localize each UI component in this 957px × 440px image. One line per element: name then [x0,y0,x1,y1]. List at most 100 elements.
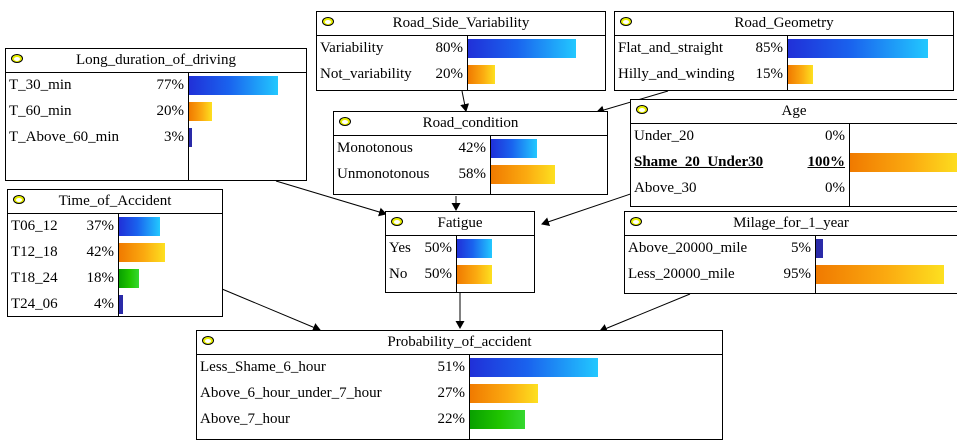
bar-area [467,36,468,90]
state-label: Above_7_hour [200,411,290,427]
node-title-text: Probability_of_accident [387,334,532,350]
probability-bar [189,102,212,121]
bar-area [469,355,470,439]
eye-icon[interactable] [11,54,23,63]
edge-longduration-fatigue [275,180,387,217]
probability-bar [468,39,576,58]
state-percent: 100% [807,154,846,170]
state-row[interactable]: Flat_and_straight 85% [615,37,953,61]
state-label: Above_6_hour_under_7_hour [200,385,382,401]
bar-area [490,136,491,194]
state-percent: 18% [86,270,115,286]
state-row[interactable]: T_60_min 20% [6,100,306,124]
probability-bar [788,65,813,84]
probability-bar [189,76,278,95]
probability-bar [468,65,495,84]
state-label: Under_20 [634,128,694,144]
probability-bar [119,217,160,236]
probability-bar [189,128,192,147]
probability-bar [850,153,957,172]
probability-bar [491,165,555,184]
state-percent: 77% [156,77,185,93]
bar-area [849,124,850,206]
state-percent: 15% [755,66,784,82]
bar-area [188,73,189,180]
node-title-text: Time_of_Accident [58,193,172,209]
node-title-text: Milage_for_1_year [733,215,849,231]
state-label: Variability [320,40,384,56]
state-percent: 0% [825,128,845,144]
eye-icon[interactable] [13,195,25,204]
probability-bar [788,39,928,58]
bar-area [815,236,816,293]
state-row[interactable]: Less_20000_mile 95% [625,263,957,287]
eye-icon[interactable] [202,336,214,345]
state-percent: 95% [783,266,812,282]
probability-bar [119,269,139,288]
bar-area [118,214,119,316]
eye-icon[interactable] [391,217,403,226]
eye-icon[interactable] [339,117,351,126]
state-label: Above_30 [634,180,697,196]
node-title: Fatigue [386,212,534,236]
state-row[interactable]: Shame_20_Under30 100% [631,151,957,175]
state-percent: 85% [755,40,784,56]
eye-icon[interactable] [620,17,632,26]
edge-time-probability [221,288,321,332]
eye-icon[interactable] [630,217,642,226]
probability-bar [457,265,492,284]
node-title: Road_condition [334,112,607,136]
node-title: Long_duration_of_driving [6,49,306,73]
node-title: Time_of_Accident [8,190,222,214]
state-label: Less_20000_mile [628,266,735,282]
state-label: No [389,266,408,282]
state-label: Yes [389,240,411,256]
state-label: Flat_and_straight [618,40,723,56]
state-label: T_60_min [9,103,72,119]
node-title-text: Road_Side_Variability [392,15,530,31]
state-percent: 42% [458,140,487,156]
state-row[interactable]: Under_20 0% [631,125,957,149]
eye-icon[interactable] [322,17,334,26]
state-percent: 37% [86,218,115,234]
state-row[interactable]: Variability 80% [317,37,605,61]
bar-area [456,236,457,292]
probability-bar [470,358,598,377]
state-percent: 20% [156,103,185,119]
state-percent: 80% [435,40,464,56]
state-label: Unmonotonous [337,166,430,182]
eye-icon[interactable] [636,105,648,114]
node-title-text: Road_condition [422,115,519,131]
state-label: Shame_20_Under30 [634,154,764,170]
state-label: T24_06 [11,296,58,312]
node-title-text: Road_Geometry [734,15,834,31]
node-title: Road_Side_Variability [317,12,605,36]
probability-bar [457,239,492,258]
